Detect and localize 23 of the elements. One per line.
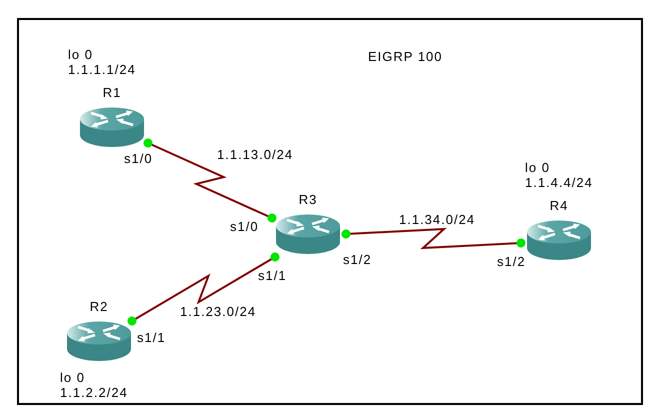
interface-label: s1/1 [258,268,287,283]
interface-label: lo 0 [525,160,550,175]
ip-address-label: 1.1.2.2/24 [60,385,128,400]
interface-label: s1/1 [137,330,166,345]
protocol-label: EIGRP 100 [368,49,443,64]
router-name: R4 [550,198,568,214]
subnet-label: 1.1.23.0/24 [180,304,256,319]
router-name: R3 [298,192,318,208]
serial-link [128,252,280,326]
interface-label: s1/0 [124,151,153,166]
ip-address-label: 1.1.1.1/24 [68,62,136,77]
interface-label: lo 0 [60,370,85,385]
interface-label: s1/0 [230,219,259,234]
router-name: R2 [90,299,108,315]
subnet-label: 1.1.34.0/24 [399,212,476,227]
router-name: R1 [102,85,122,101]
interface-label: lo 0 [68,47,93,62]
interface-label: s1/2 [343,252,372,267]
interface-label: s1/2 [497,254,526,269]
subnet-label: 1.1.13.0/24 [217,147,294,162]
ip-address-label: 1.1.4.4/24 [525,175,593,190]
serial-link [144,138,276,222]
serial-link [342,228,526,250]
